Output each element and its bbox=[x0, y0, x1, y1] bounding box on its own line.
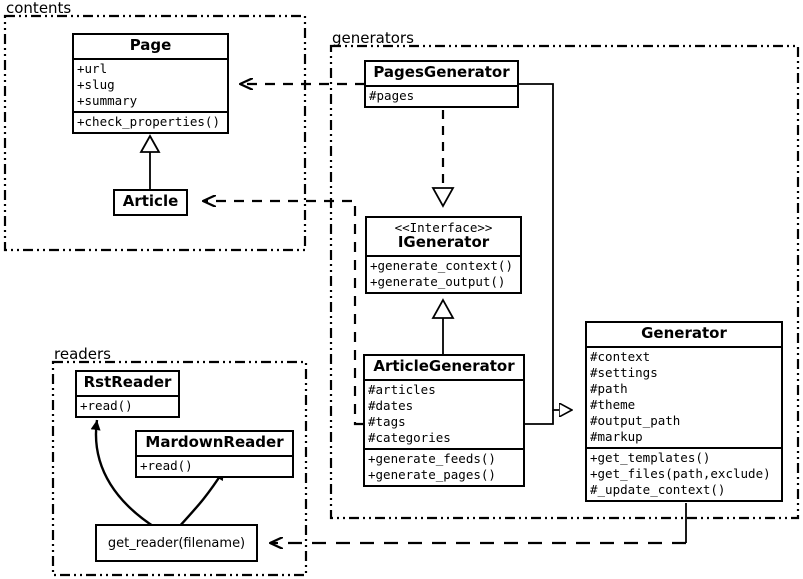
class-operations-igenerator: +generate_context() +generate_output() bbox=[367, 254, 520, 292]
edge-articlegenerator-to-generator bbox=[525, 410, 554, 425]
edge-generator-to-getreader-dependency bbox=[270, 503, 687, 543]
operation-row: +generate_feeds() bbox=[368, 450, 496, 466]
class-box-page[interactable]: Page +url +slug +summary +check_properti… bbox=[72, 33, 229, 134]
edge-articlegenerator-to-article-dependency bbox=[203, 201, 363, 426]
edge-article-to-page bbox=[139, 134, 161, 190]
class-box-generator[interactable]: Generator #context #settings #path #them… bbox=[585, 321, 783, 502]
attribute-row: #categories bbox=[368, 429, 451, 445]
class-operations-page: +check_properties() bbox=[74, 110, 227, 132]
attribute-row: #theme bbox=[590, 396, 636, 412]
class-attributes-article-generator: #articles #dates #tags #categories bbox=[365, 378, 523, 448]
class-title-article-generator: ArticleGenerator bbox=[373, 357, 515, 375]
operation-row: +get_files(path,exclude) bbox=[590, 465, 771, 481]
class-box-pages-generator[interactable]: PagesGenerator #pages bbox=[364, 60, 519, 108]
class-title-generator: Generator bbox=[641, 324, 727, 342]
attribute-row: +slug bbox=[77, 76, 115, 92]
operation-row: +get_templates() bbox=[590, 449, 711, 465]
attribute-row: #context bbox=[590, 348, 651, 364]
edge-pagesgenerator-to-generator bbox=[519, 83, 572, 410]
attribute-row: #tags bbox=[368, 413, 406, 429]
class-name-igenerator: IGenerator bbox=[397, 233, 490, 252]
edge-pagesgenerator-to-igenerator bbox=[431, 110, 455, 208]
operation-row: +read() bbox=[80, 397, 133, 413]
class-box-igenerator[interactable]: <<Interface>> IGenerator +generate_conte… bbox=[365, 216, 522, 294]
package-label-readers: readers bbox=[54, 345, 111, 363]
operation-row: +read() bbox=[140, 457, 193, 473]
function-box-get-reader[interactable]: get_reader(filename) bbox=[95, 524, 258, 562]
attribute-row: #markup bbox=[590, 428, 643, 444]
class-attributes-pages-generator: #pages bbox=[366, 84, 517, 106]
attribute-row: +url bbox=[77, 60, 108, 76]
package-label-generators: generators bbox=[332, 29, 414, 47]
attribute-row: #settings bbox=[590, 364, 658, 380]
class-title-article: Article bbox=[122, 192, 179, 210]
attribute-row: #articles bbox=[368, 381, 436, 397]
class-operations-mardown-reader: +read() bbox=[137, 454, 292, 476]
class-title-igenerator: <<Interface>> IGenerator bbox=[367, 218, 520, 255]
attribute-row: #dates bbox=[368, 397, 414, 413]
attribute-row: #pages bbox=[369, 87, 415, 103]
edge-getreader-to-mardownreader bbox=[177, 469, 226, 529]
operation-row: +generate_pages() bbox=[368, 466, 496, 482]
class-attributes-page: +url +slug +summary bbox=[74, 57, 227, 111]
class-box-rst-reader[interactable]: RstReader +read() bbox=[75, 370, 180, 418]
class-title-pages-generator: PagesGenerator bbox=[373, 63, 510, 81]
class-operations-article-generator: +generate_feeds() +generate_pages() bbox=[365, 447, 523, 485]
class-box-article[interactable]: Article bbox=[113, 189, 188, 216]
class-title-mardown-reader: MardownReader bbox=[145, 433, 284, 451]
attribute-row: #output_path bbox=[590, 412, 681, 428]
class-operations-rst-reader: +read() bbox=[77, 394, 178, 416]
attribute-row: #path bbox=[590, 380, 628, 396]
package-label-contents: contents bbox=[6, 0, 72, 17]
operation-row: +generate_output() bbox=[370, 273, 506, 289]
attribute-row: +summary bbox=[77, 92, 138, 108]
operation-row: +generate_context() bbox=[370, 257, 513, 273]
class-title-rst-reader: RstReader bbox=[83, 373, 172, 391]
operation-row: #_update_context() bbox=[590, 481, 726, 497]
class-box-mardown-reader[interactable]: MardownReader +read() bbox=[135, 430, 294, 478]
class-operations-generator: +get_templates() +get_files(path,exclude… bbox=[587, 446, 781, 500]
operation-row: +check_properties() bbox=[77, 113, 220, 129]
function-label-get-reader: get_reader(filename) bbox=[107, 535, 246, 551]
class-title-page: Page bbox=[129, 36, 172, 54]
class-box-article-generator[interactable]: ArticleGenerator #articles #dates #tags … bbox=[363, 354, 525, 487]
class-attributes-generator: #context #settings #path #theme #output_… bbox=[587, 345, 781, 447]
edge-articlegenerator-to-igenerator bbox=[431, 298, 455, 356]
